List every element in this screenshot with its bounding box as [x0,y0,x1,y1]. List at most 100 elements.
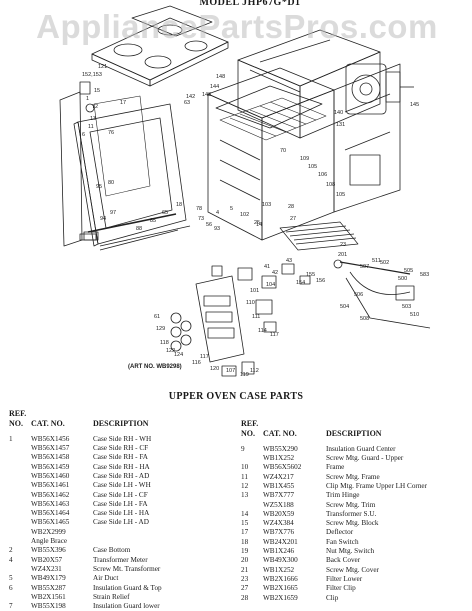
part-callout: 25 [254,220,260,226]
cat-no: WB56X1464 [31,509,70,518]
table-row: Angle Brace [9,537,234,546]
cat-no: WB56X1463 [31,499,70,508]
part-callout: 156 [316,278,325,284]
part-callout: 105 [308,164,317,170]
cat-no: WB2X1659 [263,593,298,602]
description: Filter Clip [326,584,356,593]
description: Transformer Meter [93,555,148,564]
cat-no: WB1X246 [263,547,295,556]
cat-no: WB56X1461 [31,481,70,490]
part-callout: 154 [296,280,305,286]
part-callout: 56 [206,222,212,228]
part-callout: 70 [280,148,286,154]
part-callout: 11 [88,124,94,130]
oven-rack [219,97,327,141]
description: Insulation Guard lower [93,602,160,611]
part-callout: 5 [230,206,233,212]
part-callout: 122 [166,348,175,354]
cat-no: WB56X1459 [31,462,70,471]
back-panel [131,5,213,37]
part-callout: 105 [336,192,345,198]
ref-no: 15 [241,519,249,528]
header-desc: DESCRIPTION [326,428,382,438]
ref-no [9,509,31,518]
ref-no: 10 [241,463,249,472]
ref-no: 17 [241,528,249,537]
ref-no [9,444,31,453]
description: Case Side LH - CF [93,490,148,499]
part-callout: 65 [162,210,168,216]
control-knobs [170,312,192,352]
description: Filter Lower [326,574,363,583]
cat-no: WB56X5602 [263,463,302,472]
part-callout: 13 [90,116,96,122]
description: Screw Mtg. Block [326,519,379,528]
ref-no: 20 [241,556,249,565]
cat-no: WB49X179 [31,574,66,583]
part-callout: 507 [360,264,369,270]
cat-no: WB56X1460 [31,471,70,480]
part-callout: 97 [110,210,116,216]
cat-no: WB7X777 [263,491,295,500]
part-callout: 111 [252,314,260,320]
part-callout: 500 [398,276,407,282]
part-callout: 142 [186,94,195,100]
switch-parts [211,263,311,377]
description: Transformer S.U. [326,509,377,518]
description [93,528,234,537]
cat-no: WB24X201 [263,537,298,546]
ref-no [9,500,31,509]
part-callout: 94 [100,216,106,222]
description: Case Side RH - AD [93,471,150,480]
part-callout: 201 [338,252,347,258]
description: Screw Mtg. Frame [326,472,380,481]
table-row: WB2X2999 [9,528,234,537]
heater-element [333,259,431,329]
cat-no: Angle Brace [31,537,68,546]
table-header: NO. CAT. NO. DESCRIPTION [9,419,234,428]
part-callout: 27 [290,216,296,222]
part-callout: 1 [86,96,89,102]
cat-no: WB55X290 [263,444,298,453]
header-cat: CAT. NO. [263,428,297,438]
part-callout: 28 [288,204,294,210]
ref-no: 9 [241,444,245,453]
ref-no: 23 [241,574,249,583]
door-trim [59,91,83,247]
cat-no: WB2X1665 [263,584,298,593]
ref-no: 18 [241,537,249,546]
cat-no: WZ4X231 [31,564,62,573]
ref-no [9,453,31,462]
ref-no [9,528,31,537]
description: Case Side LH - HA [93,509,150,518]
ref-no: 21 [241,565,249,574]
part-callout: 117 [200,354,209,360]
part-callout: 73 [198,216,204,222]
part-callout: 145 [410,102,419,108]
table-row: WB56X1460 Case Side RH - AD [9,472,234,481]
ref-no: 7 [9,602,13,611]
part-callout: 121 [98,64,107,70]
part-callout: 583 [420,272,429,278]
description: Clip Mtg. Frame Upper LH Corner [326,481,428,490]
description: Fan Switch [326,537,359,546]
part-callout: 95 [96,184,102,190]
part-callout: 140 [334,110,343,116]
part-callout: 6 [82,132,85,138]
case-side-rh [333,63,401,213]
description: Air Duct [93,574,119,583]
cat-no: WB2X1561 [31,592,66,601]
cat-no: WB55X287 [31,583,66,592]
description: Case Side RH - WH [93,434,152,443]
part-callout: 42 [272,270,278,276]
